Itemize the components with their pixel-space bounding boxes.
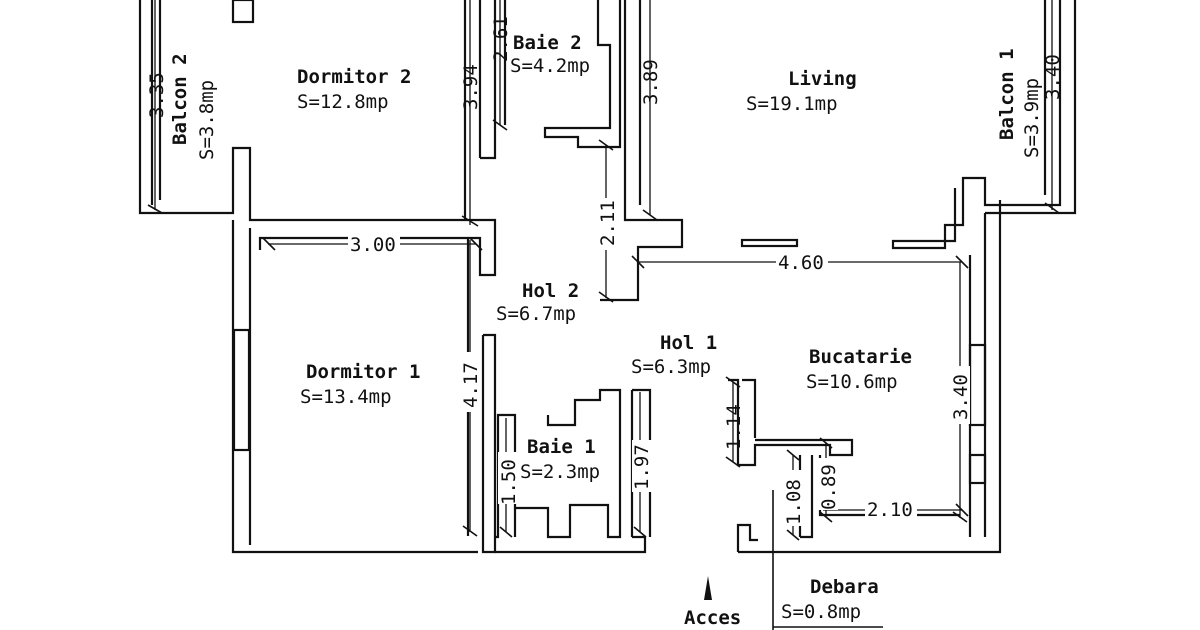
dim-hol1-h: 1.14 bbox=[723, 404, 745, 450]
dimension-lines bbox=[147, 0, 1060, 541]
room-name-baie2: Baie 2 bbox=[513, 32, 582, 54]
dim-balcon1-h: 3.40 bbox=[1042, 54, 1064, 100]
dim-baie2-h: 2.61 bbox=[490, 16, 512, 62]
room-name-dormitor1: Dormitor 1 bbox=[306, 361, 420, 383]
room-name-debara: Debara bbox=[810, 576, 879, 598]
dim-debara-h: 1.08 bbox=[783, 479, 805, 525]
room-labels: Balcon 2 S=3.8mp Dormitor 2 S=12.8mp Bai… bbox=[169, 32, 1043, 623]
room-name-hol2: Hol 2 bbox=[522, 280, 579, 302]
dim-bucatarie-h: 3.40 bbox=[950, 374, 972, 420]
dim-balcon2-h: 3.35 bbox=[146, 72, 168, 118]
room-area-bucatarie: S=10.6mp bbox=[806, 371, 898, 393]
room-area-balcon2: S=3.8mp bbox=[196, 80, 218, 160]
dim-baie1-h2: 1.97 bbox=[631, 444, 653, 490]
dim-baie1-h: 1.50 bbox=[498, 459, 520, 505]
room-area-balcon1: S=3.9mp bbox=[1021, 78, 1043, 158]
room-name-balcon2: Balcon 2 bbox=[169, 53, 191, 145]
room-name-balcon1: Balcon 1 bbox=[996, 48, 1018, 140]
room-area-hol1: S=6.3mp bbox=[631, 356, 711, 378]
room-area-dormitor2: S=12.8mp bbox=[297, 91, 389, 113]
room-area-baie2: S=4.2mp bbox=[510, 55, 590, 77]
room-name-living: Living bbox=[788, 68, 857, 90]
entrance-label: Acces bbox=[684, 607, 741, 629]
room-area-baie1: S=2.3mp bbox=[520, 461, 600, 483]
entrance-arrow-icon bbox=[704, 576, 712, 600]
dim-dormitor2-h: 3.94 bbox=[460, 64, 482, 110]
dim-living-w: 4.60 bbox=[778, 252, 824, 274]
room-area-debara: S=0.8mp bbox=[781, 601, 861, 623]
dim-living-h: 3.89 bbox=[640, 59, 662, 105]
walls bbox=[138, 0, 1077, 630]
room-area-hol2: S=6.7mp bbox=[496, 303, 576, 325]
dim-debara-w: 0.89 bbox=[818, 464, 840, 510]
dim-bucatarie-w: 2.10 bbox=[867, 499, 913, 521]
room-name-dormitor2: Dormitor 2 bbox=[297, 66, 411, 88]
entrance-marker: Acces bbox=[684, 576, 741, 629]
dim-dormitor1-h: 4.17 bbox=[460, 362, 482, 408]
room-name-bucatarie: Bucatarie bbox=[809, 346, 912, 368]
room-area-dormitor1: S=13.4mp bbox=[300, 386, 392, 408]
room-name-baie1: Baie 1 bbox=[527, 436, 596, 458]
room-area-living: S=19.1mp bbox=[746, 93, 838, 115]
dim-dormitor1-w: 3.00 bbox=[350, 234, 396, 256]
dimension-labels: 3.35 3.94 2.61 3.89 3.40 3.00 2.11 4.60 … bbox=[146, 16, 1064, 526]
dim-hol2-h: 2.11 bbox=[597, 200, 619, 246]
room-name-hol1: Hol 1 bbox=[660, 332, 717, 354]
